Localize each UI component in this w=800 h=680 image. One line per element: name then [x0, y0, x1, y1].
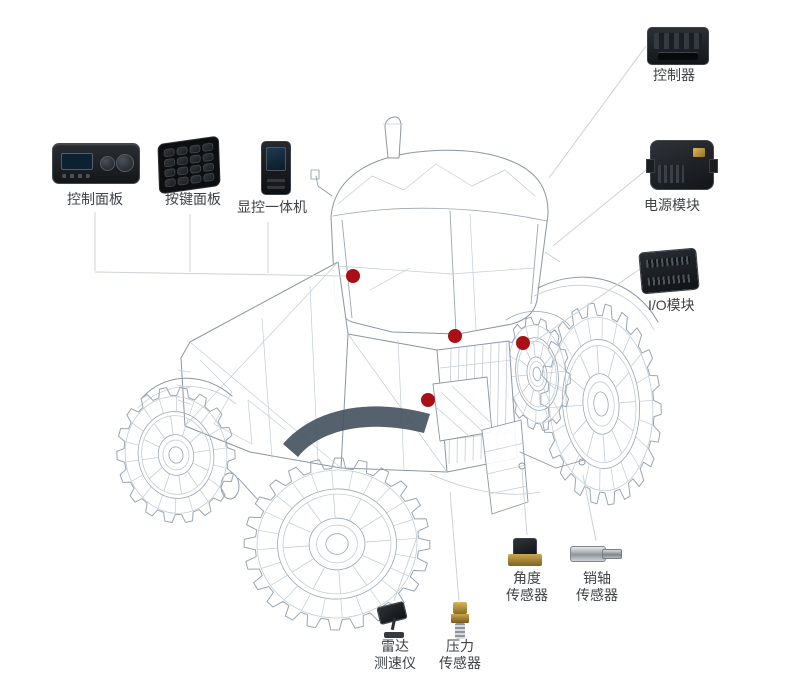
pin-row-icon	[645, 256, 691, 268]
keypad-key-icon	[190, 174, 202, 184]
pressure-sensor-label-line2: 传感器	[439, 654, 481, 671]
pin-sensor-label: 销轴 传感器	[569, 570, 625, 604]
keypad-key-icon	[176, 156, 188, 166]
display-unit-image	[261, 141, 291, 195]
location-markers	[346, 269, 530, 407]
controller-fins	[654, 33, 702, 49]
keypad-key-icon	[163, 157, 176, 168]
connector-lines	[94, 45, 652, 602]
pin-sensor-image	[570, 543, 624, 565]
display-unit-label: 显控一体机	[237, 199, 307, 215]
controller-label: 控制器	[653, 67, 695, 83]
component-marker	[421, 393, 435, 407]
pressure-sensor-hex	[451, 614, 469, 623]
keypad-key-icon	[189, 154, 201, 164]
keypad-key-icon	[164, 167, 176, 178]
pressure-sensor-image	[446, 602, 474, 642]
wheel-wireframe	[503, 316, 571, 432]
keypad-key-icon	[190, 164, 202, 174]
radar-speedometer-label: 雷达 测速仪	[367, 638, 423, 672]
io-module-label: I/O模块	[648, 297, 695, 313]
button-row-icon	[62, 174, 90, 178]
keypad-key-icon	[202, 142, 214, 152]
io-module-image	[638, 247, 700, 295]
controller-image	[647, 27, 709, 65]
keypad-key-icon	[189, 144, 201, 154]
pin-sensor-label-line2: 传感器	[576, 586, 618, 603]
pin-sensor-tip	[602, 549, 622, 559]
component-marker	[346, 269, 360, 283]
angle-sensor-base	[508, 554, 542, 566]
keypad-key-icon	[177, 166, 189, 176]
pressure-sensor-label-line1: 压力	[446, 638, 474, 654]
mount-tab-icon	[709, 159, 718, 173]
keypad-key-icon	[163, 147, 175, 158]
power-module-ridges	[658, 165, 684, 183]
knob-icon	[116, 154, 134, 172]
display-unit-screen	[266, 147, 286, 171]
power-module-label: 电源模块	[644, 197, 700, 213]
keypad-key-icon	[203, 172, 215, 183]
keypad-key-icon	[177, 176, 189, 186]
angle-sensor-image	[506, 536, 548, 568]
component-marker	[516, 336, 530, 350]
mount-tab-icon	[646, 159, 655, 173]
pin-row-icon	[647, 274, 693, 286]
radar-speedometer-label-line1: 雷达	[381, 638, 409, 654]
keypad-key-icon	[164, 178, 176, 188]
keypad-panel-label: 按键面板	[165, 191, 221, 207]
keypad-key-icon	[202, 162, 215, 173]
angle-sensor-label: 角度 传感器	[499, 570, 555, 604]
angle-sensor-label-line2: 传感器	[506, 586, 548, 603]
control-panel-image	[52, 143, 140, 184]
pin-sensor-label-line1: 销轴	[583, 570, 611, 586]
angle-sensor-label-line1: 角度	[513, 570, 541, 586]
keypad-key-icon	[202, 152, 214, 163]
control-panel-screen	[61, 153, 93, 170]
power-module-image	[646, 140, 718, 190]
knob-icon	[100, 156, 115, 171]
keypad-key-icon	[176, 146, 188, 156]
radar-base	[384, 632, 404, 638]
wheel-wireframe	[540, 302, 662, 506]
pressure-sensor-label: 压力 传感器	[432, 638, 488, 672]
tractor-body	[137, 116, 659, 515]
radar-speedometer-image	[376, 600, 414, 638]
controller-connector	[658, 53, 698, 60]
display-unit-buttons	[267, 175, 285, 189]
component-marker	[448, 329, 462, 343]
pressure-sensor-plug	[453, 602, 467, 614]
control-panel-label: 控制面板	[67, 191, 123, 207]
gold-label-icon	[693, 148, 705, 157]
wheel-wireframe	[116, 386, 236, 524]
pressure-sensor-thread	[455, 623, 465, 639]
keypad-panel-image	[157, 135, 221, 195]
keypad-keys	[157, 135, 221, 195]
radar-speedometer-label-line2: 测速仪	[374, 654, 416, 671]
pin-sensor-body	[570, 546, 606, 562]
